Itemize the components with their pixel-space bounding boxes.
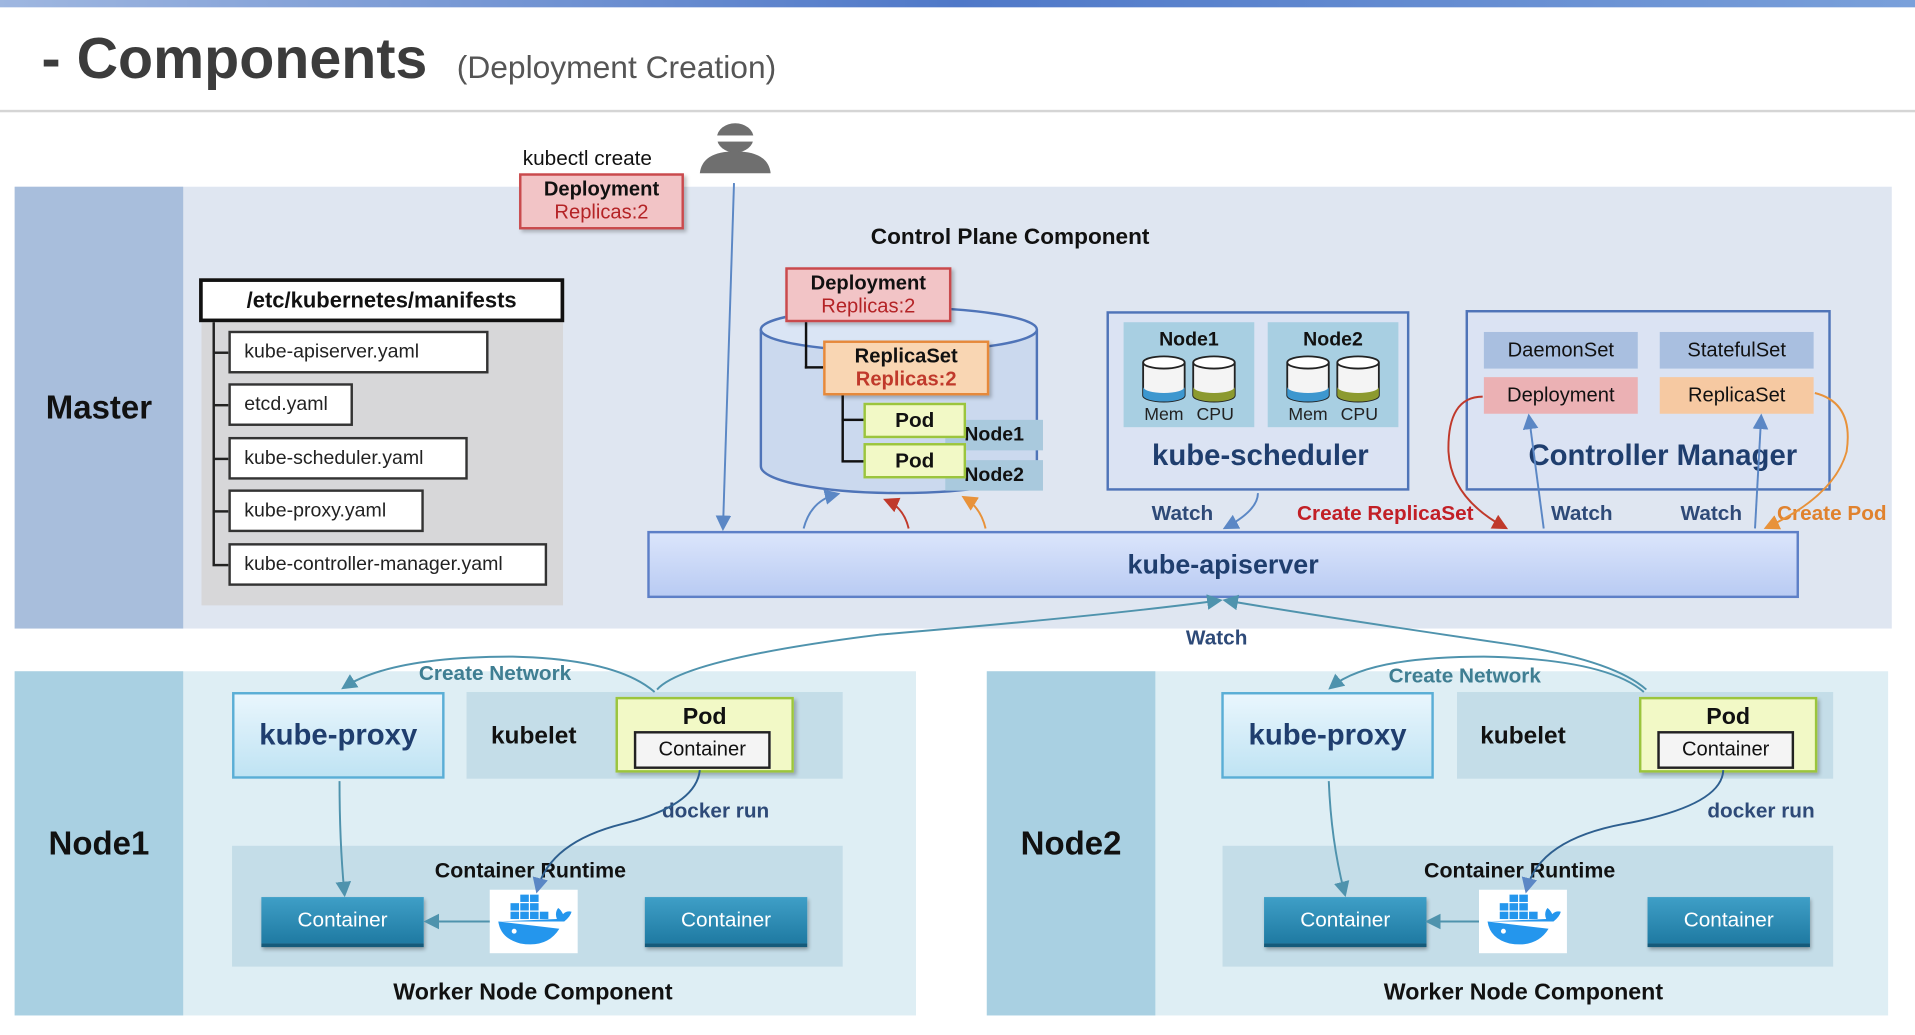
tree-branch xyxy=(212,563,229,567)
scheduler-node1-name: Node1 xyxy=(1159,329,1219,351)
tree-branch xyxy=(212,403,229,407)
create-pod-label: Create Pod xyxy=(1776,501,1887,525)
node1-container-1: Container xyxy=(261,897,424,948)
manifest-file: kube-apiserver.yaml xyxy=(228,330,489,374)
manifests-folder: /etc/kubernetes/manifests xyxy=(199,278,565,323)
cpu-resource-icon xyxy=(1192,355,1236,403)
scheduler-watch-label: Watch xyxy=(1151,501,1214,525)
scheduler-node2-mem: Mem xyxy=(1288,405,1328,425)
tree-line xyxy=(841,460,864,463)
request-deployment-box: Deployment Replicas:2 xyxy=(519,173,684,230)
node2-kubelet-label: kubelet xyxy=(1480,722,1566,750)
controller-deployment: Deployment xyxy=(1483,377,1638,414)
etcd-pod2-box: Pod xyxy=(863,443,967,479)
node1-docker-whale-icon xyxy=(489,889,578,954)
memory-resource-icon xyxy=(1142,355,1186,403)
kubectl-command-label: kubectl create xyxy=(522,146,652,170)
node2-docker-run-label: docker run xyxy=(1707,799,1815,823)
manifest-file: kube-scheduler.yaml xyxy=(228,436,468,480)
scheduler-node2-cpu: CPU xyxy=(1340,405,1379,425)
master-label: Master xyxy=(14,186,184,629)
replicaset-watch-label: Watch xyxy=(1680,501,1743,525)
etcd-pod1-box: Pod xyxy=(863,402,967,439)
kube-apiserver-box: kube-apiserver xyxy=(647,530,1799,599)
tree-line xyxy=(841,418,864,422)
node2-label: Node2 xyxy=(986,671,1156,1016)
top-accent-bar xyxy=(0,0,1915,8)
scheduler-node2-name: Node2 xyxy=(1303,329,1363,351)
tree-branch xyxy=(212,510,229,513)
node2-create-network-label: Create Network xyxy=(1388,663,1541,688)
create-replicaset-label: Create ReplicaSet xyxy=(1297,501,1474,525)
title-divider xyxy=(0,109,1915,113)
etcd-replicaset-replicas: Replicas:2 xyxy=(855,367,957,390)
controller-replicaset: ReplicaSet xyxy=(1659,377,1814,414)
request-deployment-name: Deployment xyxy=(543,178,660,201)
node2-pod-label: Pod xyxy=(1706,704,1751,730)
nodes-watch-label: Watch xyxy=(1185,626,1248,650)
node1-label: Node1 xyxy=(14,671,184,1016)
node2-kube-proxy: kube-proxy xyxy=(1221,692,1434,779)
controller-statefulset: StatefulSet xyxy=(1659,331,1814,369)
scheduler-node1-mem: Mem xyxy=(1144,405,1184,425)
node1-pod-label: Pod xyxy=(682,704,727,730)
page-subtitle: (Deployment Creation) xyxy=(456,48,777,86)
node2-container-runtime-label: Container Runtime xyxy=(1424,858,1616,883)
user-icon xyxy=(699,123,771,174)
manifest-file: kube-proxy.yaml xyxy=(228,489,424,533)
node1-container-2: Container xyxy=(644,897,808,948)
etcd-replicaset-box: ReplicaSet Replicas:2 xyxy=(823,340,990,396)
tree-line xyxy=(804,322,808,369)
scheduler-node1-cpu: CPU xyxy=(1196,405,1234,425)
kube-scheduler-label: kube-scheduler xyxy=(1152,439,1369,473)
node2-worker-node-component-label: Worker Node Component xyxy=(1383,980,1664,1006)
node1-container-runtime-label: Container Runtime xyxy=(434,858,626,883)
cpu-resource-icon xyxy=(1336,355,1380,403)
tree-branch xyxy=(212,457,229,461)
node1-kubelet-label: kubelet xyxy=(490,722,577,750)
node2-docker-whale-icon xyxy=(1478,889,1567,954)
request-deployment-replicas: Replicas:2 xyxy=(554,201,649,224)
tree-line xyxy=(804,366,825,369)
manifests-tree-line xyxy=(212,322,215,566)
control-plane-label: Control Plane Component xyxy=(870,223,1150,249)
etcd-deployment-box: Deployment Replicas:2 xyxy=(785,267,952,323)
manifest-file: kube-controller-manager.yaml xyxy=(228,543,548,586)
tree-line xyxy=(841,395,844,462)
page-title: - Components xyxy=(41,25,428,91)
memory-resource-icon xyxy=(1286,355,1330,403)
node2-pod-container: Container xyxy=(1657,731,1795,769)
tree-branch xyxy=(212,351,229,354)
node1-create-network-label: Create Network xyxy=(418,661,572,685)
node1-worker-node-component-label: Worker Node Component xyxy=(393,980,673,1006)
manifest-file: etcd.yaml xyxy=(228,383,353,426)
controller-manager-label: Controller Manager xyxy=(1528,439,1798,473)
node2-container-1: Container xyxy=(1264,897,1427,948)
etcd-deployment-name: Deployment xyxy=(810,271,927,294)
node1-pod-container: Container xyxy=(633,731,771,769)
etcd-deployment-replicas: Replicas:2 xyxy=(821,294,916,317)
node1-docker-run-label: docker run xyxy=(661,799,770,823)
node2-container-2: Container xyxy=(1647,897,1810,948)
node1-kube-proxy: kube-proxy xyxy=(232,692,445,779)
deployment-watch-label: Watch xyxy=(1551,501,1613,525)
controller-daemonset: DaemonSet xyxy=(1483,331,1638,369)
etcd-replicaset-name: ReplicaSet xyxy=(854,344,958,367)
